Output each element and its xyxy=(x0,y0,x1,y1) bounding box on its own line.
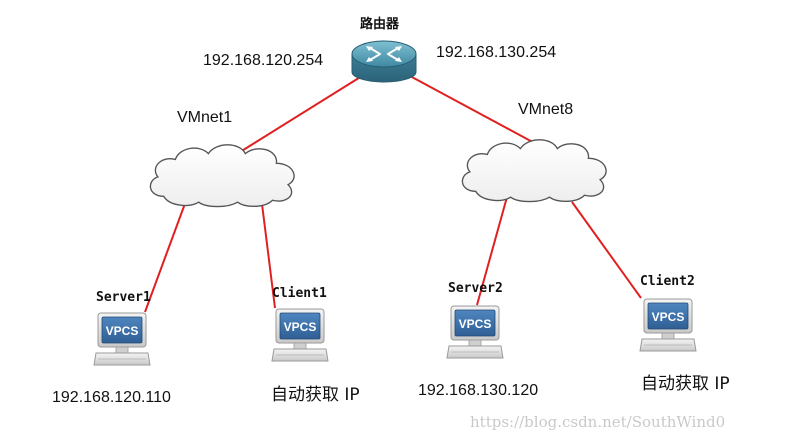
link-router-vmnet1 xyxy=(239,75,363,153)
link-vmnet8-server2 xyxy=(476,196,508,306)
host-label-client2: Client2 xyxy=(640,274,695,289)
cloud-icon xyxy=(149,144,295,208)
host-address-client1: 自动获取 IP xyxy=(271,385,360,405)
router-label: 路由器 xyxy=(360,17,400,32)
router-icon xyxy=(351,40,417,83)
host-label-server1: Server1 xyxy=(96,290,151,305)
cloud-vmnet8 xyxy=(461,139,607,203)
host-server2: VPCS xyxy=(446,305,504,359)
host-screen-label: VPCS xyxy=(652,310,685,324)
links xyxy=(144,75,642,313)
computer-icon xyxy=(93,312,151,366)
link-vmnet1-server1 xyxy=(144,189,191,313)
cloud-icon xyxy=(461,139,607,203)
host-client1: VPCS xyxy=(271,308,329,362)
cloud-vmnet1 xyxy=(149,144,295,208)
computer-icon xyxy=(446,305,504,359)
link-vmnet1-client1 xyxy=(261,203,276,309)
watermark: https://blog.csdn.net/SouthWind0 xyxy=(470,413,726,431)
network-label-vmnet1: VMnet1 xyxy=(177,109,233,126)
computer-icon xyxy=(639,298,697,352)
network-label-vmnet8: VMnet8 xyxy=(518,101,574,118)
host-address-server2: 192.168.130.120 xyxy=(418,382,539,399)
link-router-vmnet8 xyxy=(409,75,541,147)
host-address-client2: 自动获取 IP xyxy=(641,374,730,394)
host-label-server2: Server2 xyxy=(448,281,503,296)
link-vmnet8-client2 xyxy=(571,201,642,299)
host-label-client1: Client1 xyxy=(272,286,327,301)
host-client2: VPCS xyxy=(639,298,697,352)
router-ip-vmnet1: 192.168.120.254 xyxy=(203,52,324,69)
host-server1: VPCS xyxy=(93,312,151,366)
host-screen-label: VPCS xyxy=(284,320,317,334)
router-ip-vmnet8: 192.168.130.254 xyxy=(436,44,557,61)
host-address-server1: 192.168.120.110 xyxy=(52,389,171,406)
computer-icon xyxy=(271,308,329,362)
host-screen-label: VPCS xyxy=(106,324,139,338)
host-screen-label: VPCS xyxy=(459,317,492,331)
